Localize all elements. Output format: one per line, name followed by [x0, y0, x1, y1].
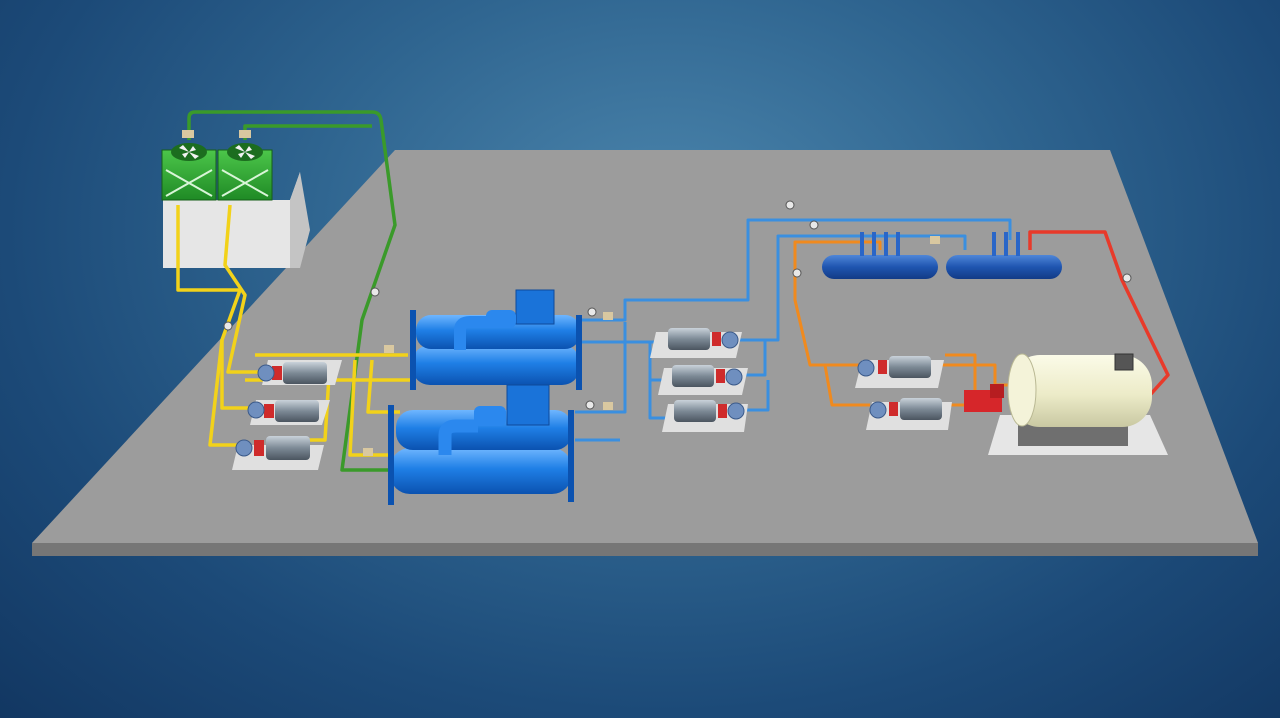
boiler-icon: [964, 353, 1152, 427]
pump-icon: [668, 328, 739, 350]
distribution-header-2: [946, 232, 1062, 279]
valve-icon: [363, 448, 373, 456]
cooling-tower-fan-icon: [179, 145, 199, 159]
pump-icon: [247, 400, 319, 422]
gauge-icon: [809, 220, 819, 230]
pump-icon: [672, 365, 743, 387]
condenser-pump-2: [247, 400, 330, 425]
pump-icon: [869, 398, 942, 420]
pump-icon: [235, 436, 310, 460]
pump-icon: [674, 400, 745, 422]
heating-pump-2: [866, 398, 952, 430]
cooling-tower-2: [217, 143, 273, 201]
header-tank-icon: [946, 232, 1062, 279]
gauge-icon: [785, 200, 795, 210]
heating-pump-1: [855, 356, 944, 388]
chilled-water-pump-2: [658, 365, 748, 395]
pump-icon: [257, 362, 327, 384]
gauge-icon: [585, 400, 595, 410]
chiller-1: [410, 289, 582, 390]
chiller-2: [388, 384, 574, 505]
valve-icon: [182, 130, 194, 138]
distribution-header-1: [822, 232, 938, 279]
valve-icon: [930, 236, 940, 244]
boiler: [964, 353, 1168, 455]
floor-platform: [32, 150, 1258, 556]
chilled-water-pump-3: [662, 400, 748, 432]
gauge-icon: [223, 321, 233, 331]
pump-icon: [857, 356, 931, 378]
valve-icon: [239, 130, 251, 138]
valve-icon: [384, 345, 394, 353]
gauge-icon: [1122, 273, 1132, 283]
valve-icon: [603, 402, 613, 410]
condenser-pump-1: [257, 360, 342, 385]
chiller-icon: [388, 384, 574, 505]
cooling-tower-fan-icon: [235, 145, 255, 159]
gauge-icon: [792, 268, 802, 278]
boiler-supply-pipe: [1028, 230, 1170, 397]
header-tank-icon: [822, 232, 938, 279]
gauge-icon: [587, 307, 597, 317]
condenser-pump-3: [232, 436, 324, 470]
valve-icon: [603, 312, 613, 320]
chiller-icon: [410, 289, 582, 390]
cooling-tower-1: [161, 143, 217, 201]
chilled-water-pump-1: [650, 328, 742, 358]
gauge-icon: [370, 287, 380, 297]
